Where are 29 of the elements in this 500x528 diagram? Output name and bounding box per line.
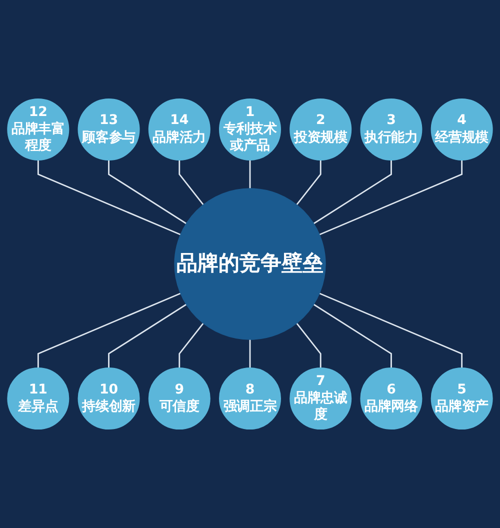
node-circle: 12 品牌丰富程度 bbox=[7, 98, 70, 160]
node-circle: 6 品牌网络 bbox=[360, 368, 422, 430]
connector bbox=[249, 160, 251, 189]
connector bbox=[313, 160, 392, 224]
connector bbox=[296, 322, 322, 368]
node-circle: 13 顾客参与 bbox=[78, 98, 140, 160]
node-circle: 2 投资规模 bbox=[290, 98, 352, 160]
connector bbox=[296, 160, 322, 206]
connector bbox=[37, 292, 181, 368]
connector bbox=[37, 160, 181, 236]
node-circle: 11 差异点 bbox=[7, 368, 70, 430]
connector bbox=[249, 339, 251, 368]
connector bbox=[108, 304, 187, 368]
node-circle: 9 可信度 bbox=[148, 368, 210, 430]
node-circle: 4 经营规模 bbox=[430, 98, 493, 160]
node-circle: 3 执行能力 bbox=[360, 98, 422, 160]
connector bbox=[319, 292, 463, 368]
connector bbox=[178, 322, 204, 368]
node-circle: 7 品牌忠诚度 bbox=[290, 368, 352, 430]
node-circle: 14 品牌活力 bbox=[148, 98, 210, 160]
node-circle: 8 强调正宗 bbox=[218, 368, 282, 430]
connector bbox=[108, 160, 187, 224]
connector bbox=[319, 160, 463, 236]
connector bbox=[313, 304, 392, 368]
node-circle: 5 品牌资产 bbox=[430, 368, 493, 430]
connector bbox=[178, 160, 204, 206]
node-circle: 10 持续创新 bbox=[78, 368, 140, 430]
node-circle: 1 专利技术或产品 bbox=[218, 98, 282, 160]
node-circle: 品牌的竞争壁垒 bbox=[174, 188, 326, 340]
